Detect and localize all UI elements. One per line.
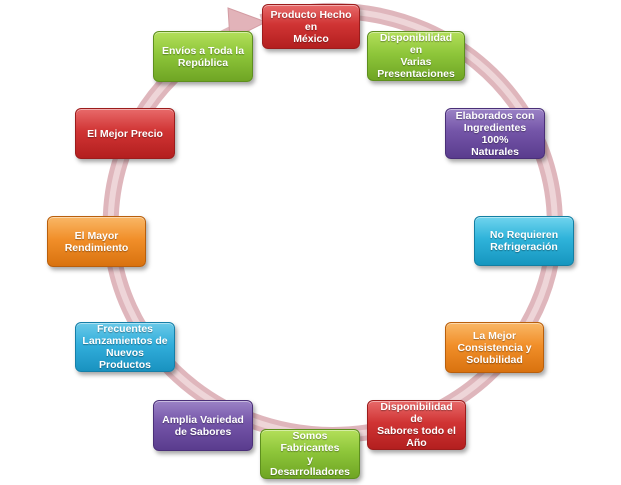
node-ingredientes-naturales: Elaborados con Ingredientes 100% Natural…: [445, 108, 545, 159]
node-consistencia-solubilidad: La Mejor Consistencia y Solubilidad: [445, 322, 544, 373]
node-envios-republica: Envíos a Toda la República: [153, 31, 253, 82]
node-producto-hecho-en-mexico: Producto Hecho en México: [262, 4, 360, 49]
node-no-requieren-refrigeracion: No Requieren Refrigeración: [474, 216, 574, 266]
node-variedad-sabores: Amplia Variedad de Sabores: [153, 400, 253, 451]
node-mejor-precio: El Mejor Precio: [75, 108, 175, 159]
node-fabricantes-desarrolladores: Somos Fabricantes y Desarrolladores: [260, 429, 360, 479]
node-disponibilidad-presentaciones: Disponibilidad en Varias Presentaciones: [367, 31, 465, 81]
node-sabores-todo-el-ano: Disponibilidad de Sabores todo el Año: [367, 400, 466, 450]
node-mayor-rendimiento: El Mayor Rendimiento: [47, 216, 146, 267]
node-lanzamientos-nuevos-productos: Frecuentes Lanzamientos de Nuevos Produc…: [75, 322, 175, 372]
